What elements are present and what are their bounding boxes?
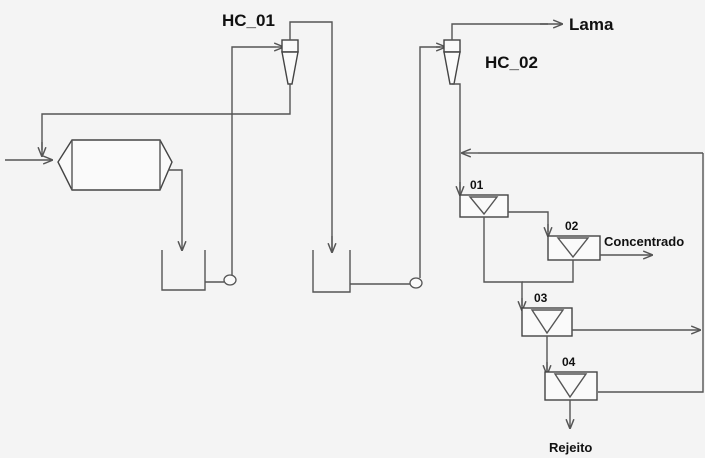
hc02-overflow-line [451,23,548,30]
cell-02-label: 02 [565,219,579,233]
pump-1-icon [223,274,237,286]
ball-mill [57,139,173,191]
flotation-cell-01 [459,194,509,218]
cell-03-label: 03 [534,291,548,305]
mill-discharge-line [168,169,182,250]
cell01-tails-line [483,217,523,306]
rejeito-label: Rejeito [549,440,592,455]
pump1-to-hc01-line [231,46,276,275]
pump-box-2 [312,250,351,293]
pump2-to-hc02-line [419,46,440,278]
pump-2-icon [409,277,423,289]
hc02-underflow-line [452,83,461,192]
flotation-cell-04 [544,371,598,401]
hc02-label: HC_02 [485,53,538,72]
flotation-cell-03 [521,307,573,337]
pump-box-1 [161,250,206,291]
hc01-underflow-recycle-line [41,84,291,150]
hc01-overflow-line [289,21,333,250]
hc01-label: HC_01 [222,11,275,30]
hydrocyclone-hc02 [443,30,461,85]
cell-04-label: 04 [562,355,576,369]
concentrado-label: Concentrado [604,234,684,249]
lama-label: Lama [569,15,614,34]
cell-01-label: 01 [470,178,484,192]
hydrocyclone-hc01 [281,32,299,85]
recycle-loop-line [598,153,704,393]
cell01-to-cell02-line [508,211,549,232]
flotation-cell-02 [547,235,601,261]
cell02-tails-line [522,260,574,283]
